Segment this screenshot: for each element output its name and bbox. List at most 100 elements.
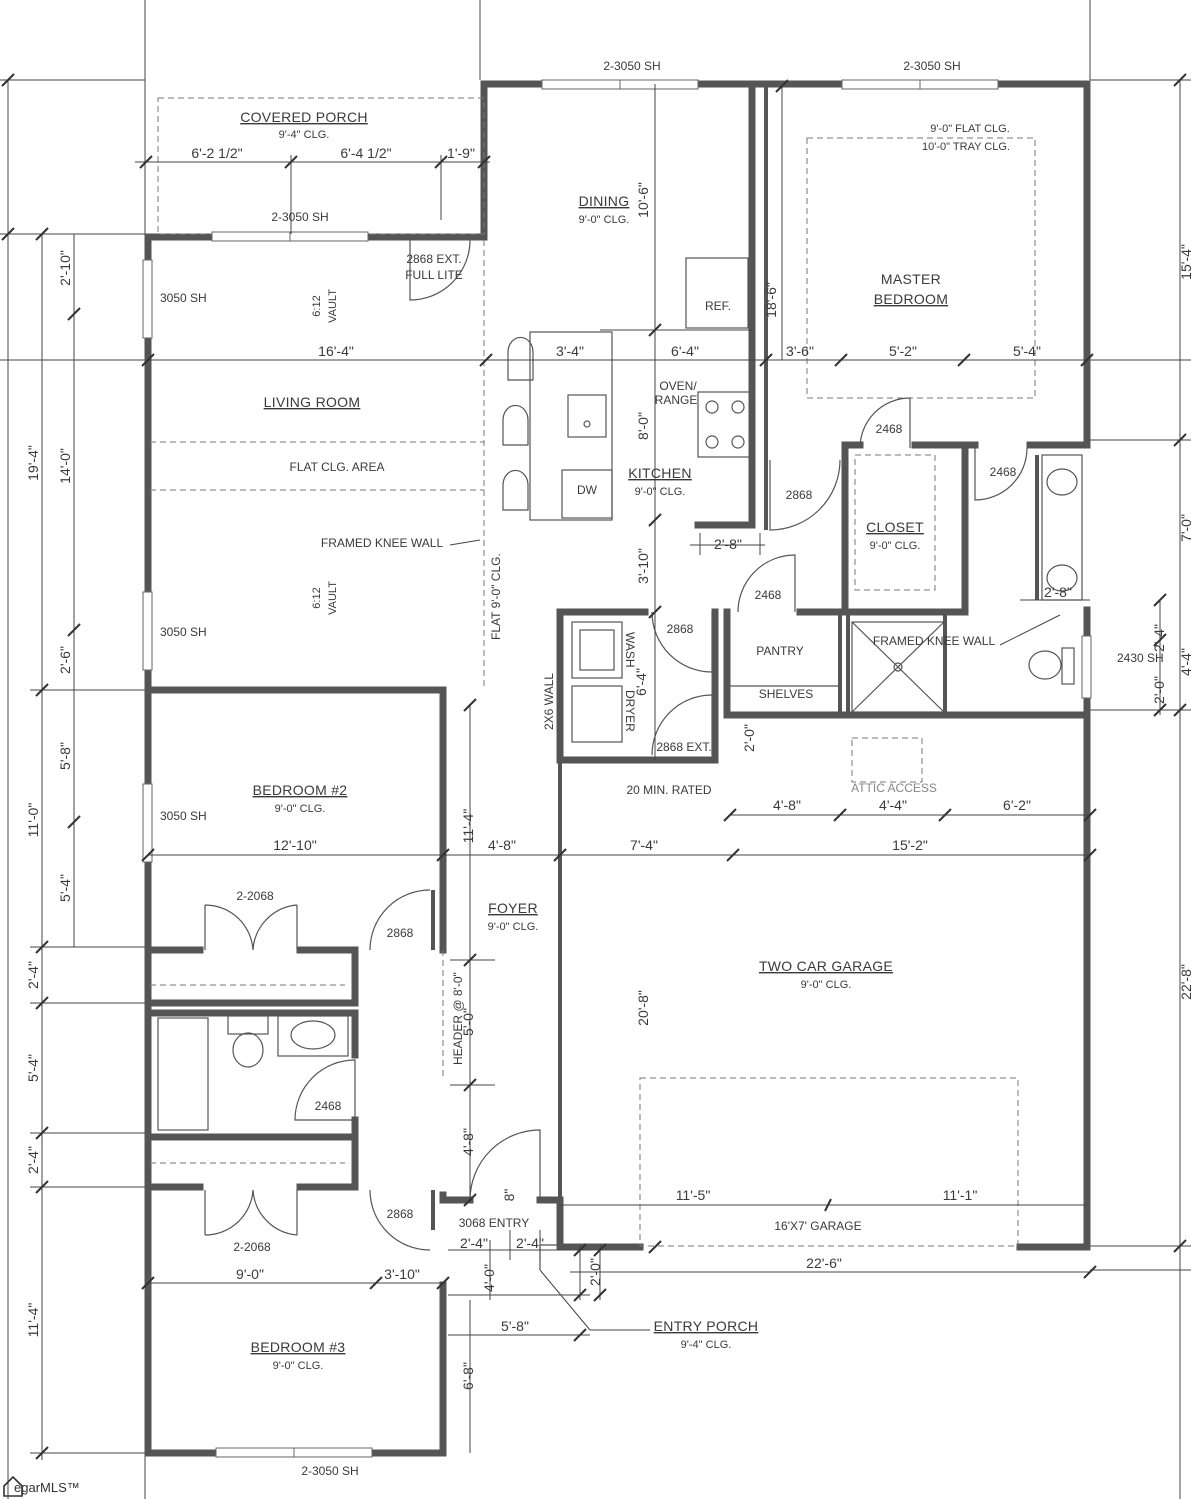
svg-text:6:12: 6:12	[311, 587, 323, 608]
entry-porch-clg: 9'-4" CLG.	[681, 1339, 732, 1351]
master-clg-tray: 10'-0" TRAY CLG.	[922, 141, 1010, 153]
dim-garage-c: 6'-2"	[1003, 797, 1031, 813]
dim-mid-width: 7'-4"	[630, 837, 658, 853]
ref-label: REF.	[705, 299, 731, 313]
foyer-label: FOYER	[488, 900, 538, 916]
kitchen-label: KITCHEN	[628, 465, 692, 481]
bedroom2-clg: 9'-0" CLG.	[275, 803, 326, 815]
door-2-2068-b3: 2-2068	[233, 1240, 271, 1254]
dim-left-2-4-b: 2'-4"	[25, 1146, 41, 1174]
dim-master-b: 5'-2"	[889, 343, 917, 359]
covered-porch-label: COVERED PORCH	[240, 109, 368, 125]
dim-kitchen-height: 8'-0"	[635, 412, 651, 440]
entry-porch-label: ENTRY PORCH	[654, 1318, 759, 1334]
dim-left-11-4: 11'-4"	[25, 1303, 41, 1338]
fixtures	[157, 257, 1083, 1131]
dim-dining-height: 10'-6"	[635, 182, 651, 218]
door-2468-bath2: 2468	[315, 1099, 342, 1113]
dim-entry-2-0: 2'-0"	[587, 1258, 603, 1286]
bedroom3-label: BEDROOM #3	[251, 1339, 346, 1355]
dim-entry-4-0: 4'-0"	[481, 1264, 497, 1292]
dim-island: 3'-4"	[556, 343, 584, 359]
knee-wall-note: FRAMED KNEE WALL	[321, 536, 444, 550]
vault-note-bottom: 6:12 VAULT	[311, 581, 339, 615]
dim-entry-b: 2'-4"	[516, 1235, 544, 1251]
dim-living-width: 16'-4"	[318, 343, 354, 359]
dim-garage-right: 11'-1"	[943, 1187, 978, 1203]
dimension-lines	[135, 84, 1090, 1453]
garage-door-label: 16'X7' GARAGE	[774, 1219, 861, 1233]
dim-left-2-4-a: 2'-4"	[25, 961, 41, 989]
dim-hall-width: 3'-10"	[384, 1266, 420, 1282]
dishwasher-label: DW	[577, 483, 598, 497]
dim-entry-a: 2'-4"	[460, 1235, 488, 1251]
dim-garage-total: 22'-6"	[806, 1255, 842, 1271]
attic-access-note: ATTIC ACCESS	[851, 781, 937, 795]
dim-right-22-8: 22'-8"	[1178, 964, 1191, 1000]
dim-porch-a: 6'-2 1/2"	[191, 145, 242, 161]
master-label-1: MASTER	[881, 271, 941, 287]
window-label-porch: 2-3050 SH	[271, 210, 328, 224]
flat-ceiling-note: FLAT CLG. AREA	[290, 460, 385, 474]
bedroom3-clg: 9'-0" CLG.	[273, 1360, 324, 1372]
doors	[204, 239, 1028, 1270]
dim-foyer-width: 4'-8"	[488, 837, 516, 853]
window-label-bedroom2: 3050 SH	[160, 809, 207, 823]
dim-right-4-4: 4'-4"	[1178, 648, 1191, 676]
dimension-ticks	[1, 73, 1187, 1460]
entry-door-note: 3068 ENTRY	[459, 1216, 529, 1230]
dim-left-2-6: 2'-6"	[57, 646, 73, 674]
dim-left-14-0: 14'-0"	[57, 448, 73, 484]
window-label-bath: 2430 SH	[1117, 651, 1164, 665]
dim-garage-b: 4'-4"	[879, 797, 907, 813]
window-label-living-bottom: 3050 SH	[160, 625, 207, 639]
svg-text:6:12: 6:12	[311, 295, 323, 316]
dim-garage-left: 11'-5"	[676, 1187, 711, 1203]
dim-right-2-4: 2'-4"	[1151, 624, 1167, 652]
dim-bedroom2-width: 12'-10"	[273, 837, 316, 853]
dim-left-5-8: 5'-8"	[57, 742, 73, 770]
pantry-label: PANTRY	[756, 644, 804, 658]
dim-bedroom3-width: 9'-0"	[236, 1266, 264, 1282]
covered-porch-clg: 9'-4" CLG.	[279, 129, 330, 141]
ext-door-note-1: 2868 EXT.	[406, 252, 461, 266]
dim-kitchen-height-2: 3'-10"	[635, 548, 651, 584]
living-room-label: LIVING ROOM	[264, 394, 361, 410]
dim-master-a: 3'-6"	[786, 343, 814, 359]
oven-label-1: OVEN/	[659, 379, 697, 393]
logo-text: egarMLS™	[14, 1480, 80, 1495]
vault-note-top: 6:12 VAULT	[311, 289, 339, 323]
garage-label: TWO CAR GARAGE	[759, 958, 893, 974]
dim-foyer-height: 11'-4"	[460, 809, 476, 844]
dim-porch-b: 6'-4 1/2"	[340, 145, 391, 161]
door-2868-b3: 2868	[387, 1207, 414, 1221]
dim-master-c: 5'-4"	[1013, 343, 1041, 359]
ext-door-note-2: FULL LITE	[405, 268, 463, 282]
garage-door-note-1: 2868 EXT.	[656, 740, 711, 754]
dim-left-19-4: 19'-4"	[25, 445, 41, 481]
walls	[144, 80, 1091, 1457]
window-label-bedroom3: 2-3050 SH	[301, 1464, 358, 1478]
dim-pass-width: 2'-8"	[714, 536, 742, 552]
master-label-2: BEDROOM	[874, 291, 948, 307]
garage-door-note-2: 20 MIN. RATED	[626, 783, 711, 797]
door-2468-master: 2468	[876, 422, 903, 436]
dim-foyer-5-0: 5'-0"	[460, 1008, 476, 1036]
dining-clg: 9'-0" CLG.	[579, 214, 630, 226]
master-clg-flat: 9'-0" FLAT CLG.	[930, 123, 1010, 135]
shelves-label: SHELVES	[759, 687, 813, 701]
house-icon	[3, 1475, 23, 1497]
dim-garage-height: 20'-8"	[635, 990, 651, 1026]
windows	[142, 79, 1092, 1458]
knee-wall-note-2: FRAMED KNEE WALL	[873, 634, 996, 648]
dim-left-11-0: 11'-0"	[25, 803, 41, 838]
dim-master-height: 18'-6"	[763, 282, 779, 318]
mls-logo: egarMLS™	[3, 1475, 80, 1497]
svg-text:VAULT: VAULT	[327, 581, 339, 615]
header-note: HEADER @ 8'-0"	[451, 972, 465, 1065]
window-label-dining: 2-3050 SH	[603, 59, 660, 73]
door-2868-laundry: 2868	[667, 622, 694, 636]
dim-left-5-4-b: 5'-4"	[25, 1054, 41, 1082]
kitchen-clg: 9'-0" CLG.	[635, 486, 686, 498]
